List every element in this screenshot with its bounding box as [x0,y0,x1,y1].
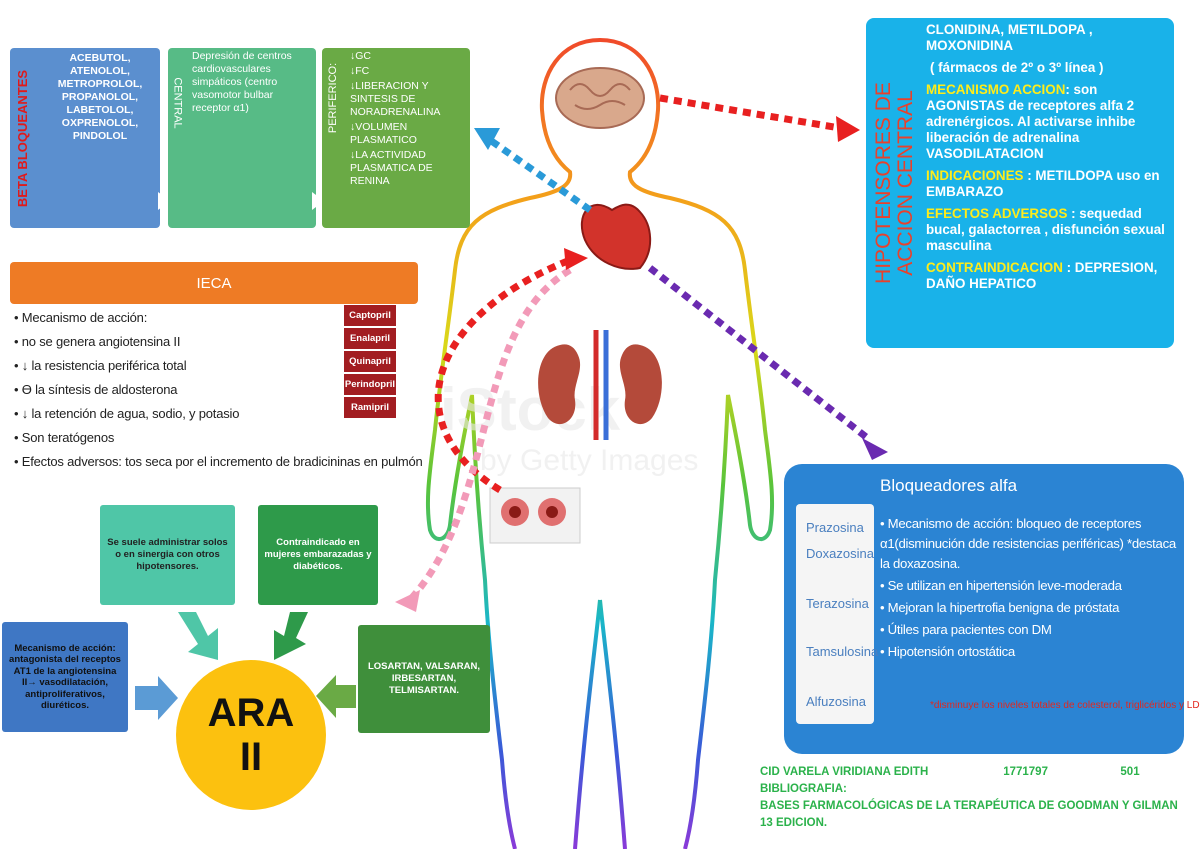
alfa-drug: Prazosina [806,520,864,535]
beta-bloqueantes-drug-list: ACEBUTOL, ATENOLOL, METROPROLOL, PROPANO… [40,52,160,143]
ara-mecanismo-box: Mecanismo de acción: antagonista del rec… [2,622,128,732]
alfa-bullet: • Mejoran la hipertrofia benigna de prós… [880,600,1120,615]
arrow-left-icon [316,675,356,718]
beta-drug: OXPRENOLOL, [61,117,139,129]
alfa-drug: Terazosina [806,596,869,611]
bloqueadores-alfa-bullets: • Mecanismo de acción: bloqueo de recept… [880,514,1180,664]
bloqueadores-alfa-drug-column [796,504,874,724]
periferico-panel [322,48,470,228]
hipotensores-indicaciones: INDICACIONES : METILDOPA uso en EMBARAZO [926,168,1160,199]
ieca-bullet: • Son teratógenos [14,430,115,445]
arrow-down-icon [274,612,308,660]
ieca-bullet: • no se genera angiotensina II [14,334,181,349]
author-group: 501 [1120,766,1140,778]
ieca-drug-quinapril: Quinapril [344,351,396,372]
hipotensores-mecanismo: MECANISMO ACCION: son AGONISTAS de recep… [926,82,1136,161]
periferico-item: ↓LA ACTIVIDAD PLASMATICA DE RENINA [350,149,433,187]
brain-icon [555,67,645,129]
hipotensores-drugs: CLONIDINA, METILDOPA , MOXONIDINA [926,22,1093,53]
ieca-drug-ramipril: Ramipril [344,397,396,418]
arrow-lungs-to-heart-red [434,256,572,493]
footer-credits: CID VARELA VIRIDIANA EDITH 1771797 501 B… [760,764,1180,832]
periferico-item: ↓GC [350,50,371,62]
hipotensores-panel [866,18,1174,348]
beta-drug: PROPANOLOL, [61,91,139,103]
lungs-heart-icon [489,487,581,544]
watermark-text: iStock [440,376,621,443]
connector-arrow-icon [158,192,170,210]
ieca-bullet: • Ɵ la síntesis de aldosterona [14,382,178,397]
author-name: CID VARELA VIRIDIANA EDITH [760,766,929,778]
beta-drug: METROPROLOL, [57,78,143,90]
beta-drug: LABETOLOL, [66,104,134,116]
periferico-item: ↓LIBERACION Y SINTESIS DE NORADRENALINA [350,80,441,118]
bloqueadores-alfa-title: Bloqueadores alfa [880,476,1018,495]
ieca-bullet: • Mecanismo de acción: [14,310,148,325]
alfa-drug: Tamsulosina [806,644,879,659]
ieca-drug-perindopril: Perindopril [344,374,396,395]
ieca-drug-enalapril: Enalapril [344,328,396,349]
periferico-item: ↓FC [350,65,370,77]
periferico-item: ↓VOLUMEN PLASMATICO [350,121,417,146]
ieca-bullet: • ↓ la retención de agua, sodio, y potas… [14,406,240,421]
arrow-down-icon [178,612,218,660]
biblio-text: BASES FARMACOLÓGICAS DE LA TERAPÉUTICA D… [760,800,1178,829]
biblio-label: BIBLIOGRAFIA: [760,783,847,795]
hipotensores-text: CLONIDINA, METILDOPA , MOXONIDINA ( fárm… [926,22,1172,298]
ara-contraindicado-box: Contraindicado en mujeres embarazadas y … [258,505,378,605]
periferico-list: ↓GC ↓FC ↓LIBERACION Y SINTESIS DE NORADR… [350,50,468,190]
alfa-bullet: • Útiles para pacientes con DM [880,622,1052,637]
ara-ii-circle: ARA II [176,660,326,810]
ieca-drug-captopril: Captopril [344,305,396,326]
kidneys-icon [538,344,581,425]
body-outline [425,38,775,849]
beta-drug: ATENOLOL, [70,65,130,77]
alfa-drug: Alfuzosina [806,694,866,709]
ieca-bullet-list: • Mecanismo de acción: • no se genera an… [14,306,423,474]
arrow-lungs-to-ara-pink [407,267,572,603]
ieca-bullet: • Efectos adversos: tos seca por el incr… [14,454,423,469]
bloqueadores-alfa-note: *disminuye los niveles totales de colest… [930,700,1200,711]
alfa-bullet: • Se utilizan en hipertensión leve-moder… [880,578,1122,593]
svg-text:by Getty Images: by Getty Images [480,444,698,477]
ara-solos-box: Se suele administrar solos o en sinergia… [100,505,235,605]
ieca-bullet: • ↓ la resistencia periférica total [14,358,187,373]
central-text: Depresión de centros cardiovasculares si… [192,50,292,114]
arrow-brain-to-hipotensores [659,94,841,132]
hipotensores-line: ( fármacos de 2º o 3º línea ) [930,60,1104,75]
author-id: 1771797 [1003,766,1048,778]
arrow-heart-to-alfa [647,265,873,443]
ara-drugs-box: LOSARTAN, VALSARAN, IRBESARTAN, TELMISAR… [358,625,490,733]
alfa-bullet: • Mecanismo de acción: bloqueo de recept… [880,516,1176,571]
beta-drug: PINDOLOL [72,130,128,142]
alfa-drug: Doxazosina [806,546,874,561]
heart-icon [580,203,652,270]
ieca-header: IECA [10,262,418,304]
arrow-heart-to-periferico [487,137,593,213]
central-panel [168,48,316,228]
arrow-right-icon [135,676,178,720]
connector-arrow-icon [312,192,324,210]
hipotensores-contra: CONTRAINDICACION : DEPRESION, DAÑO HEPAT… [926,260,1158,291]
hipotensores-efectos: EFECTOS ADVERSOS : sequedad bucal, galac… [926,206,1165,253]
beta-bloqueantes-panel [10,48,160,228]
alfa-bullet: • Hipotensión ortostática [880,644,1015,659]
beta-drug: ACEBUTOL, [69,52,131,64]
